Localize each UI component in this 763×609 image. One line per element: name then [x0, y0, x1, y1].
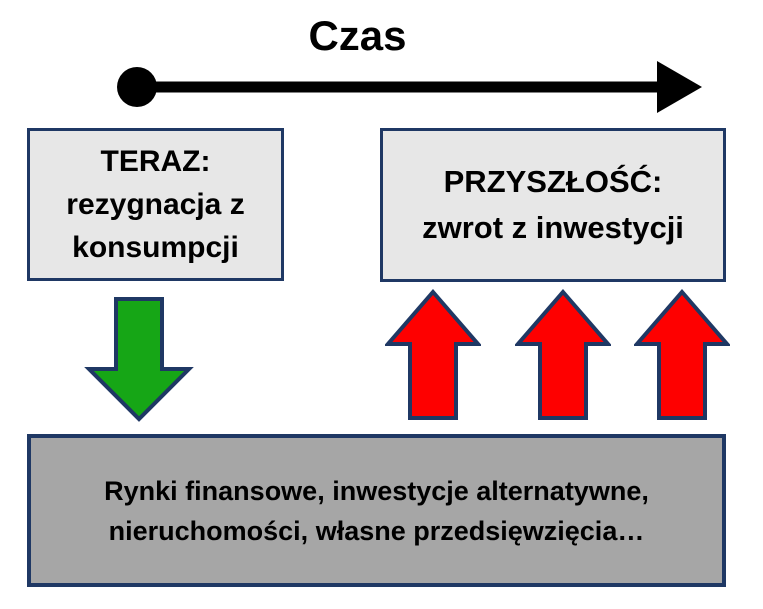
red-up-arrow-icon [515, 289, 611, 420]
investment-options-line1: Rynki finansowe, inwestycje alternatywne… [104, 475, 649, 506]
now-box-line2: rezygnacja z [66, 188, 245, 221]
timeline-shaft [137, 81, 660, 93]
now-box-line3: konsumpcji [72, 231, 239, 264]
future-box-title: PRZYSZŁOŚĆ: [443, 164, 663, 199]
timeline-label: Czas [308, 12, 407, 59]
future-box-line2: zwrot z inwestycji [422, 210, 684, 245]
investment-options-box: Rynki finansowe, inwestycje alternatywne… [27, 434, 726, 587]
investment-options-line2: nieruchomości, własne przedsięwzięcia… [108, 515, 645, 546]
red-up-arrow-icon [634, 289, 730, 420]
timeline-arrowhead-icon [657, 61, 702, 113]
timeline-arrow-icon [117, 61, 702, 113]
red-up-arrow-icon [385, 289, 481, 420]
now-box-title: TERAZ: [100, 145, 211, 178]
future-box: PRZYSZŁOŚĆ: zwrot z inwestycji [380, 128, 726, 282]
now-box: TERAZ: rezygnacja z konsumpcji [27, 128, 284, 281]
green-down-arrow-icon [84, 297, 194, 422]
